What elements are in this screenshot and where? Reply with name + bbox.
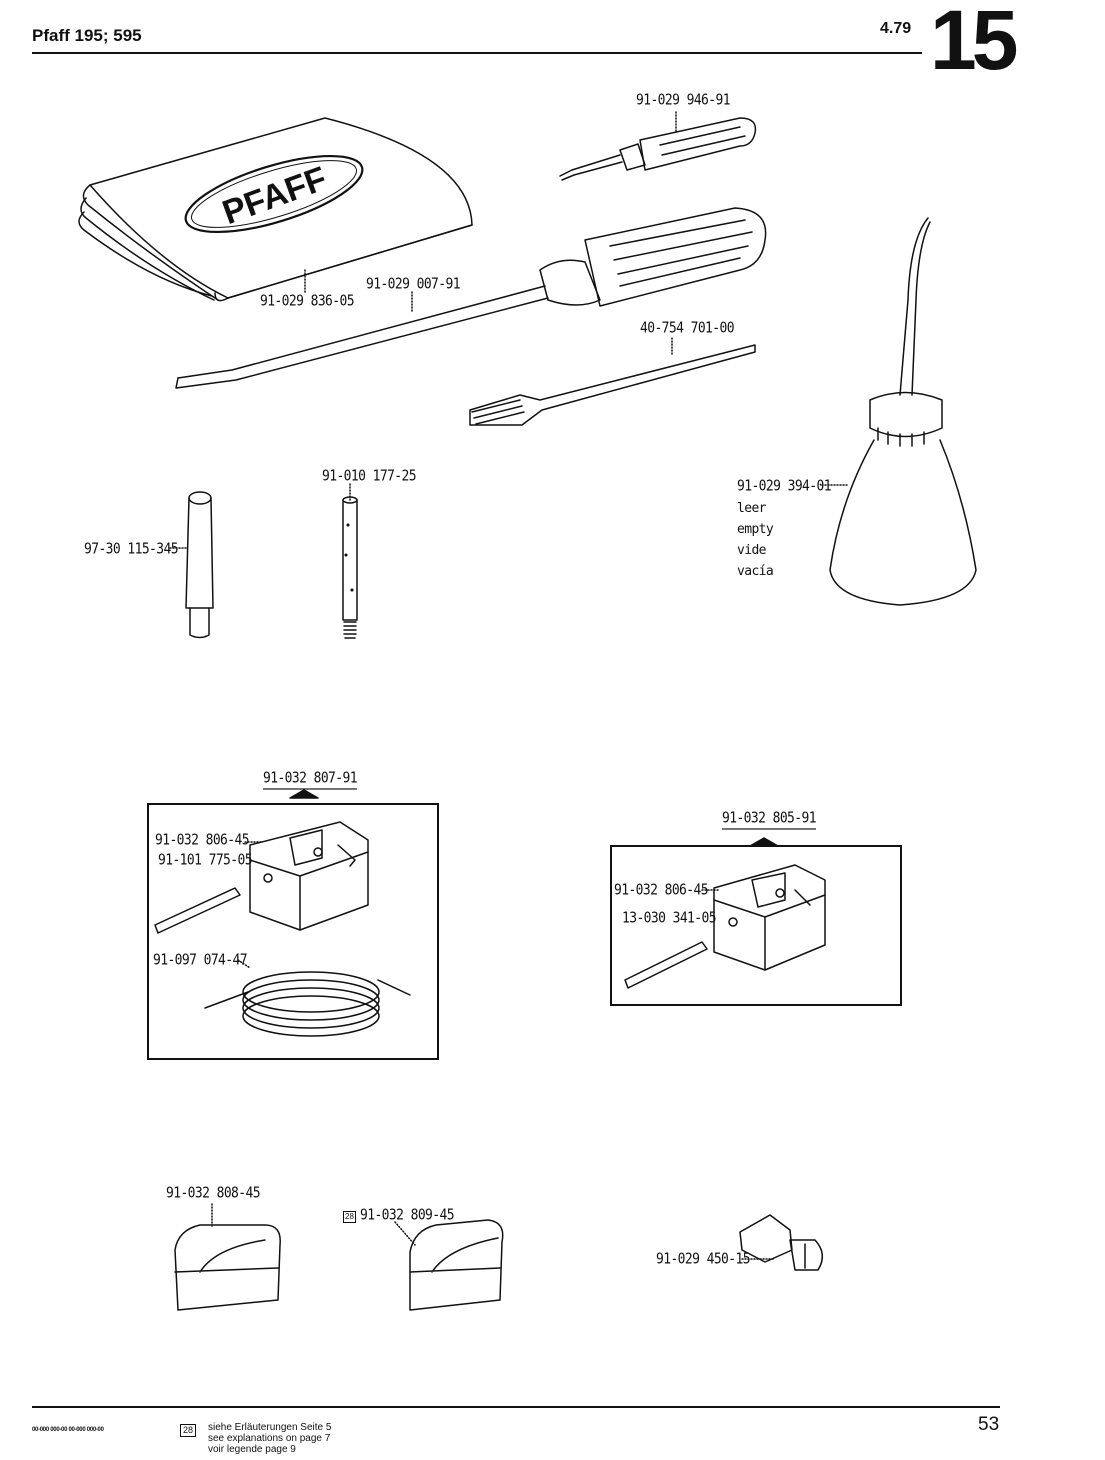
oil-can-illustration (829, 217, 977, 606)
section-number: 15 (930, 0, 1018, 87)
kit-b-box (610, 845, 902, 1006)
label-guide-2: 91-032 809-45 (360, 1207, 455, 1225)
label-kit-a-cable: 91-097 074-47 (153, 952, 248, 970)
label-kit-b-pin: 13-030 341-05 (622, 910, 717, 928)
kit-b-illustration (624, 837, 826, 989)
note-en: empty (737, 522, 774, 537)
kit-a-title: 91-032 807-91 (263, 770, 358, 790)
label-oil-can: 91-029 394-01 (737, 478, 832, 496)
small-screwdriver-illustration (559, 117, 757, 181)
large-screwdriver-illustration (175, 207, 767, 389)
label-large-screwdriver: 91-029 007-91 (366, 276, 461, 294)
footer-note-de: siehe Erläuterungen Seite 5 (208, 1422, 332, 1433)
oil-can-notes: leer empty vide vacía (737, 498, 774, 582)
note-de: leer (737, 501, 767, 516)
guide-block-2-illustration (409, 1219, 504, 1311)
footer-codes: 00-000 000-00 00-000 000-00 (32, 1427, 104, 1433)
note-es: vacía (737, 564, 774, 579)
label-guide-1: 91-032 808-45 (166, 1185, 261, 1203)
guide-2-badge: 28 (343, 1211, 356, 1223)
clip-illustration (739, 1214, 824, 1271)
guide-block-1-illustration (174, 1224, 281, 1311)
tapered-pin-illustration (185, 491, 214, 639)
footer-badge: 28 (180, 1424, 197, 1437)
manual-book-illustration: PFAFF (78, 117, 473, 302)
footer-notes: siehe Erläuterungen Seite 5 see explanat… (208, 1422, 331, 1455)
label-clip: 91-029 450-15 (656, 1251, 751, 1269)
note-fr: vide (737, 543, 767, 558)
threaded-pin-illustration (342, 496, 358, 639)
kit-b-title: 91-032 805-91 (722, 810, 817, 830)
footer-note-fr: voir legende page 9 (208, 1444, 296, 1455)
label-tapered-pin: 97-30 115-345 (84, 541, 179, 559)
brush-illustration (469, 344, 756, 426)
kit-a-illustration (154, 789, 411, 1037)
label-kit-b-block: 91-032 806-45 (614, 882, 709, 900)
label-kit-a-pin: 91-101 775-05 (158, 852, 253, 870)
footer-note-en: see explanations on page 7 (208, 1433, 331, 1444)
header-date: 4.79 (880, 20, 912, 37)
label-manual: 91-029 836-05 (260, 293, 355, 311)
kit-a-box (147, 803, 439, 1060)
label-small-screwdriver: 91-029 946-91 (636, 92, 731, 110)
label-threaded-pin: 91-010 177-25 (322, 468, 417, 486)
label-brush: 40-754 701-00 (640, 320, 735, 338)
header-rule (32, 52, 922, 54)
page-number: 53 (978, 1414, 1000, 1435)
label-kit-a-block: 91-032 806-45 (155, 832, 250, 850)
footer-rule (32, 1406, 1000, 1408)
header-model: Pfaff 195; 595 (32, 26, 142, 45)
